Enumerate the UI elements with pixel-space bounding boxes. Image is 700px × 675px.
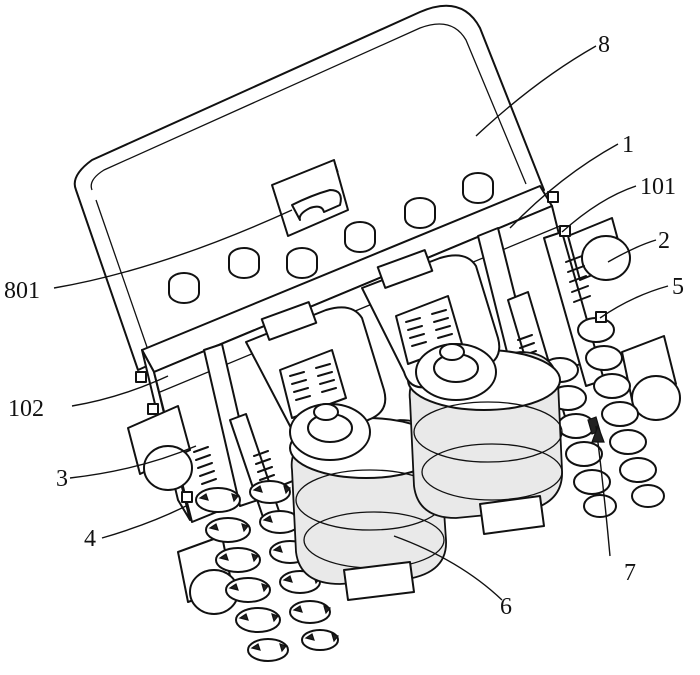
bolt <box>462 172 494 204</box>
bolt <box>168 272 200 304</box>
label-6: 6 <box>500 594 512 620</box>
bearing-block-right-upper <box>567 217 631 281</box>
bearing-block-right-lower <box>621 335 681 421</box>
spring-rods <box>193 255 591 485</box>
label-101: 101 <box>640 174 676 200</box>
leader-lines <box>53 45 669 601</box>
label-2: 2 <box>658 228 670 254</box>
label-102: 102 <box>8 396 44 422</box>
label-8: 8 <box>598 32 610 58</box>
ring-roller-right-b <box>577 317 665 508</box>
bearing-block-left-upper <box>127 405 193 491</box>
label-3: 3 <box>56 466 68 492</box>
bracket-801 <box>271 159 349 237</box>
label-4: 4 <box>84 526 96 552</box>
label-5: 5 <box>672 274 684 300</box>
bolt <box>228 247 260 279</box>
yoke-left <box>245 301 387 461</box>
bearing-block-left-lower <box>177 535 239 615</box>
bolt <box>344 221 376 253</box>
label-1: 1 <box>622 132 634 158</box>
bolt <box>404 197 436 229</box>
spiked-roller-left-a <box>195 487 289 662</box>
label-7: 7 <box>624 560 636 586</box>
label-801: 801 <box>4 278 40 304</box>
bolt-row <box>168 172 494 304</box>
bolt <box>286 247 318 279</box>
yoke-right <box>361 249 501 401</box>
